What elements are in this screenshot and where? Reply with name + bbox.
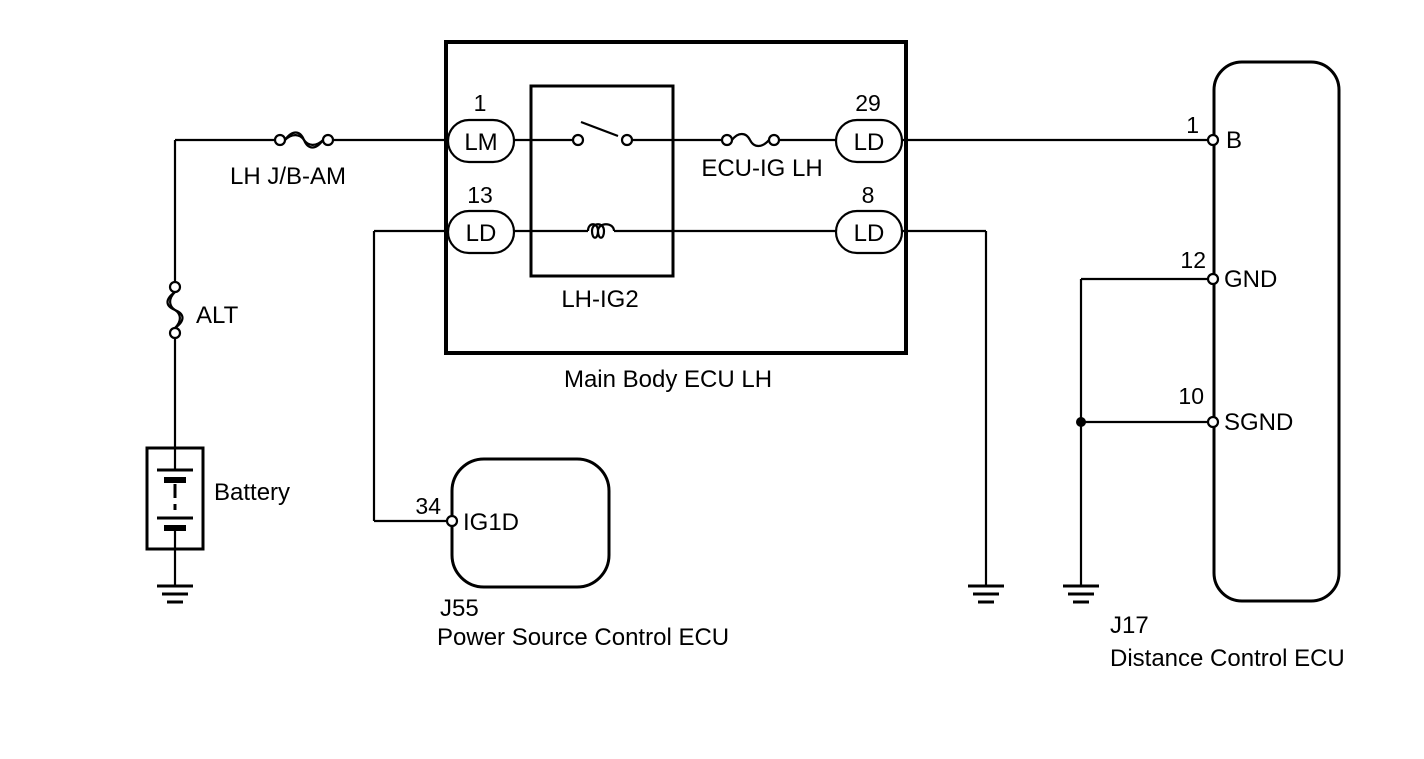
pin-sgnd-terminal (1206, 415, 1220, 429)
j55-code: J55 (440, 595, 479, 622)
pin-1-number-j17: 1 (1186, 112, 1199, 138)
pin-8-label: LD (854, 220, 885, 247)
j17-code: J17 (1110, 612, 1149, 639)
distance-control-ecu: 1 B 12 GND 10 SGND J17 Distance Control … (1110, 60, 1345, 672)
pin-1-number: 1 (474, 90, 487, 116)
j17-name: Distance Control ECU (1110, 645, 1345, 672)
battery-icon (145, 446, 205, 551)
fuse-ecu-ig-lh-icon (720, 132, 781, 148)
pin-34-number: 34 (415, 493, 441, 519)
ground-icon (157, 584, 193, 604)
ground-icon (968, 584, 1004, 604)
fuse-ecu-ig-lh-label: ECU-IG LH (701, 155, 822, 182)
relay-label: LH-IG2 (561, 286, 638, 313)
splice-point (1076, 417, 1086, 427)
pin-29-label: LD (854, 129, 885, 156)
battery-circuit: LH J/B-AM ALT Battery (145, 131, 446, 604)
relay-coil-icon (586, 223, 616, 239)
pin-8-number: 8 (862, 182, 875, 208)
pin-1-label: LM (464, 129, 497, 156)
relay-lh-ig2-box (529, 84, 675, 278)
pin-ig1d-terminal (445, 514, 459, 528)
pin-12-number: 12 (1180, 247, 1206, 273)
pin-29-number: 29 (855, 90, 881, 116)
ground-icon (1063, 584, 1099, 604)
main-body-ecu-lh: 1 LM 13 LD 29 LD 8 LD LH-IG2 (444, 40, 908, 393)
pin-10-number: 10 (1178, 383, 1204, 409)
fuse-lh-jb-am-icon (273, 131, 335, 149)
pin-gnd-terminal (1206, 272, 1220, 286)
pin-13-number: 13 (467, 182, 493, 208)
fuse-alt-icon (166, 280, 184, 340)
pin-gnd-label: GND (1224, 266, 1277, 293)
relay-switch-icon (571, 120, 634, 147)
pin-13-label: LD (466, 220, 497, 247)
battery-label: Battery (214, 479, 290, 506)
j55-name: Power Source Control ECU (437, 624, 729, 651)
pin-sgnd-label: SGND (1224, 409, 1293, 436)
pin-ig1d-label: IG1D (463, 509, 519, 536)
pin-b-label: B (1226, 127, 1242, 154)
fuse-alt-label: ALT (196, 302, 239, 329)
main-body-ecu-box (444, 40, 908, 355)
fuse-lh-jb-am-label: LH J/B-AM (230, 163, 346, 190)
j17-box (1212, 60, 1341, 603)
main-body-ecu-name: Main Body ECU LH (564, 366, 772, 393)
power-source-control-ecu: 34 IG1D J55 Power Source Control ECU (415, 457, 729, 651)
pin-b-terminal (1206, 133, 1220, 147)
